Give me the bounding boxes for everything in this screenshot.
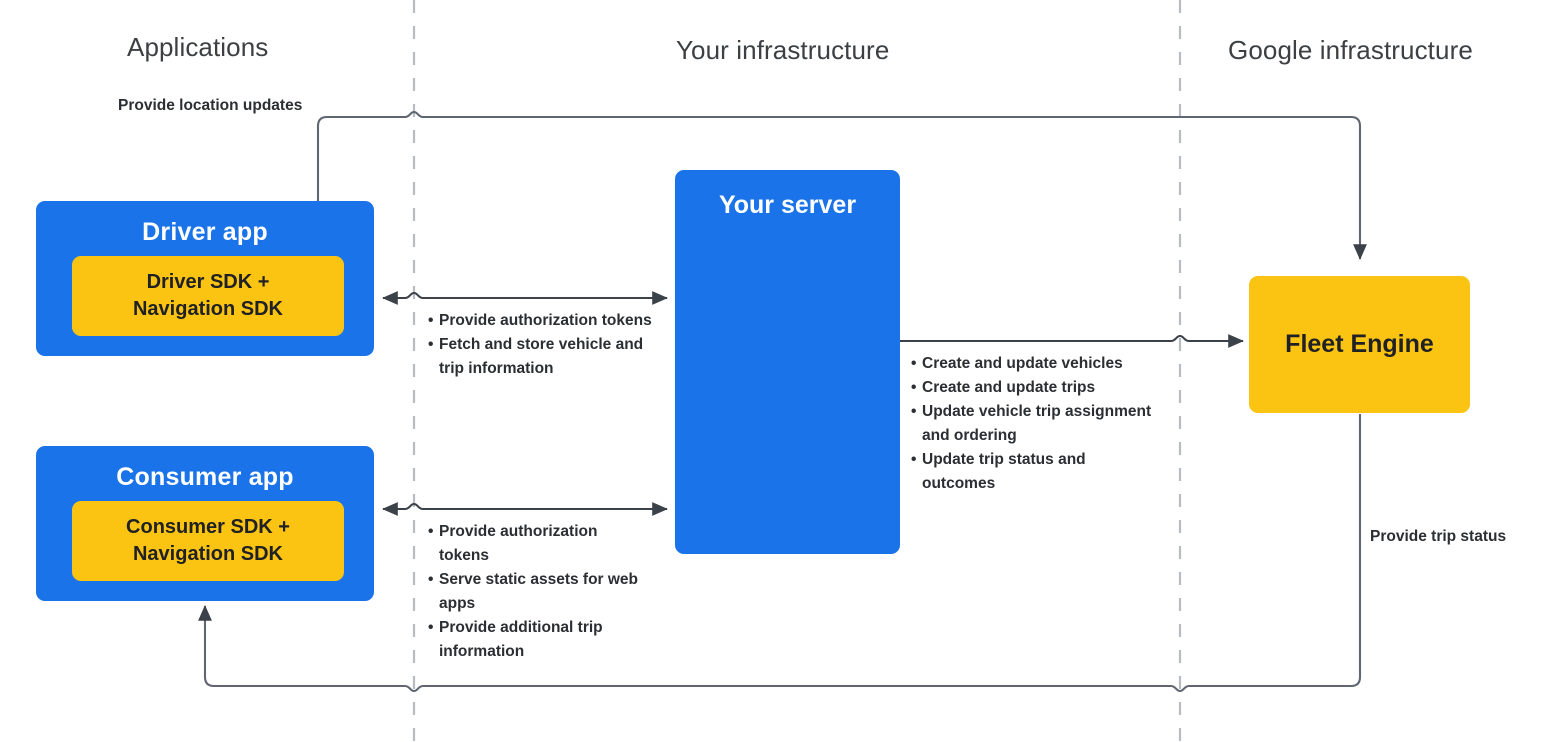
- list-item: • Update trip status and outcomes: [911, 448, 1161, 496]
- consumer-sdk-line-2: Navigation SDK: [132, 543, 284, 565]
- fleet-engine-title: Fleet Engine: [1285, 330, 1434, 358]
- bullet-text: Create and update trips: [922, 379, 1096, 397]
- bullet-glyph: •: [428, 571, 434, 589]
- driver-sdk-line-2: Navigation SDK: [132, 298, 284, 320]
- bullet-text: Provide additional trip information: [439, 619, 603, 661]
- bullet-text: Provide authorization tokens: [439, 312, 652, 329]
- bullet-glyph: •: [911, 355, 917, 372]
- node-driver-app[interactable]: Driver app Driver SDK + Navigation SDK: [36, 201, 374, 356]
- bullet-glyph: •: [428, 312, 434, 329]
- bullets-driver-to-server: • Provide authorization tokens • Fetch a…: [428, 309, 658, 381]
- zone-title-your-infrastructure: Your infrastructure: [676, 35, 890, 65]
- bullet-glyph: •: [428, 619, 434, 637]
- list-item: • Provide authorization tokens: [428, 309, 658, 333]
- list-item: • Provide additional trip information: [428, 616, 643, 664]
- bullet-text: Create and update vehicles: [922, 355, 1123, 372]
- driver-app-title: Driver app: [142, 218, 268, 246]
- list-item: • Fetch and store vehicle and trip infor…: [428, 333, 658, 381]
- node-consumer-app[interactable]: Consumer app Consumer SDK + Navigation S…: [36, 446, 374, 601]
- list-item: • Serve static assets for web apps: [428, 568, 643, 616]
- bullet-glyph: •: [911, 403, 917, 421]
- bullet-glyph: •: [911, 451, 917, 469]
- edge-consumer-server: [382, 502, 668, 516]
- node-your-server[interactable]: Your server: [675, 170, 900, 554]
- consumer-sdk-line-1: Consumer SDK +: [126, 516, 290, 538]
- edge-label-trip-status: Provide trip status: [1370, 528, 1507, 545]
- bullet-glyph: •: [428, 336, 434, 354]
- bullet-text: Update vehicle trip assignment and order…: [922, 403, 1152, 445]
- driver-sdk-line-1: Driver SDK +: [146, 271, 270, 293]
- node-driver-sdk[interactable]: Driver SDK + Navigation SDK: [72, 256, 344, 336]
- zone-title-google-infrastructure: Google infrastructure: [1228, 35, 1473, 65]
- bullet-text: Fetch and store vehicle and trip informa…: [439, 336, 644, 378]
- zone-title-applications: Applications: [127, 32, 269, 62]
- bullets-server-to-fleet-engine: • Create and update vehicles • Create an…: [911, 352, 1161, 496]
- edge-driver-server: [382, 291, 668, 305]
- edge-label-location-updates: Provide location updates: [118, 97, 303, 114]
- consumer-app-title: Consumer app: [116, 463, 294, 491]
- edge-server-fleet-engine: [900, 334, 1244, 348]
- list-item: • Create and update trips: [911, 376, 1161, 400]
- bullets-consumer-to-server: • Provide authorization tokens • Serve s…: [428, 520, 643, 664]
- list-item: • Create and update vehicles: [911, 352, 1161, 376]
- bullet-text: Provide authorization tokens: [439, 523, 598, 565]
- list-item: • Provide authorization tokens: [428, 520, 643, 568]
- bullet-text: Serve static assets for web apps: [439, 571, 639, 613]
- bullet-glyph: •: [911, 379, 917, 397]
- list-item: • Update vehicle trip assignment and ord…: [911, 400, 1161, 448]
- bullet-glyph: •: [428, 523, 434, 540]
- node-fleet-engine[interactable]: Fleet Engine: [1249, 276, 1470, 413]
- your-server-title: Your server: [718, 191, 857, 219]
- node-consumer-sdk[interactable]: Consumer SDK + Navigation SDK: [72, 501, 344, 581]
- bullet-text: Update trip status and outcomes: [922, 451, 1086, 493]
